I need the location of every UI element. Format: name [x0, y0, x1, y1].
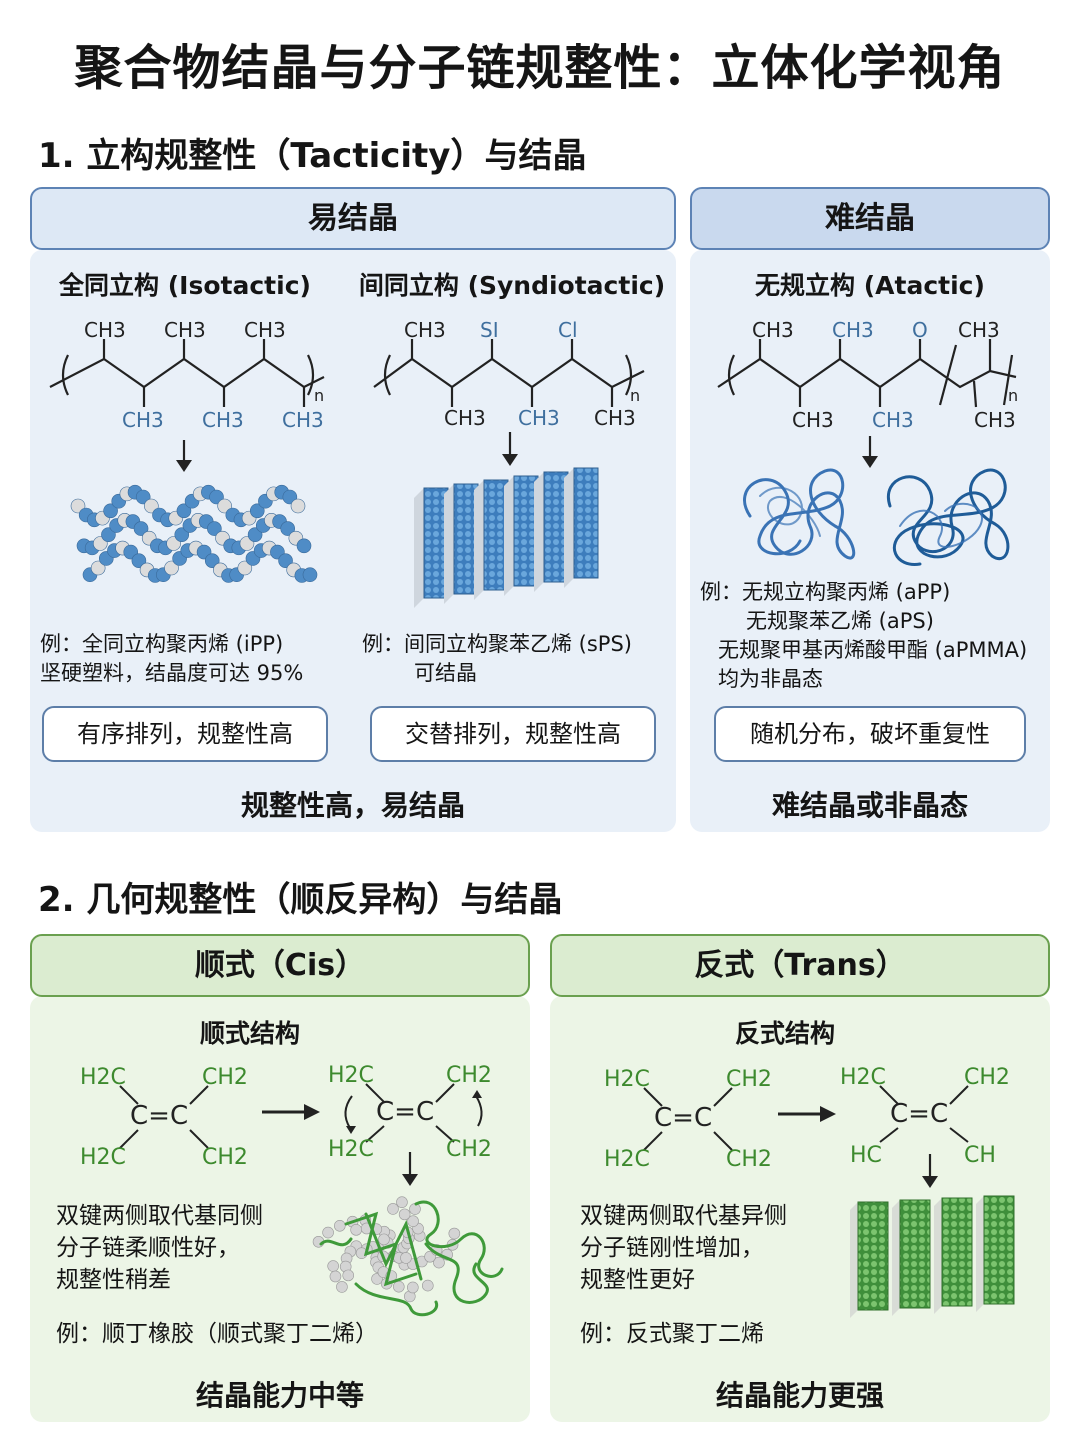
- trans-l-tr: CH2: [726, 1067, 772, 1092]
- trans-example: 例：反式聚丁二烯: [580, 1321, 764, 1347]
- helix-crystal-illustration: [70, 484, 318, 583]
- ata-bottom-1: CH3: [792, 408, 834, 432]
- syn-bottom-3: CH3: [594, 406, 636, 430]
- trans-l-cc: C=C: [654, 1103, 712, 1133]
- cis-header: 顺式（Cis）: [30, 934, 530, 997]
- cis-r-br: CH2: [446, 1137, 492, 1162]
- ata-top-3: O: [912, 318, 928, 342]
- page-title: 聚合物结晶与分子链规整性：立体化学视角: [74, 40, 1006, 96]
- iso-subscript-n: n: [314, 386, 324, 405]
- syndiotactic-arrow: [502, 432, 518, 466]
- trans-r-br: CH: [964, 1143, 996, 1168]
- cis-reaction-arrow: [262, 1104, 320, 1120]
- trans-molecule-left: H2C CH2 H2C CH2 C=C: [604, 1067, 772, 1172]
- trans-molecule-right: H2C CH2 HC CH C=C: [840, 1065, 1010, 1168]
- trans-description: 双键两侧取代基异侧 分子链刚性增加， 规整性更好: [580, 1203, 787, 1293]
- cis-panel: [30, 996, 530, 1422]
- cis-l-cc: C=C: [130, 1101, 188, 1131]
- isotactic-example: 例：全同立构聚丙烯 (iPP) 坚硬塑料，结晶度可达 95%: [40, 632, 304, 685]
- syn-bottom-1: CH3: [444, 406, 486, 430]
- cis-molecule-left: H2C CH2 H2C CH2 C=C: [80, 1065, 248, 1170]
- section2-title: 2. 几何规整性（顺反异构）与结晶: [38, 880, 563, 920]
- trans-l-bl: H2C: [604, 1147, 650, 1172]
- cis-l-br: CH2: [202, 1145, 248, 1170]
- cis-conclusion: 结晶能力中等: [195, 1379, 364, 1412]
- easy-conclusion: 规整性高，易结晶: [240, 789, 465, 822]
- cis-description: 双键两侧取代基同侧 分子链柔顺性好， 规整性稍差: [56, 1203, 263, 1293]
- trans-r-tr: CH2: [964, 1065, 1010, 1090]
- trans-r-cc: C=C: [890, 1099, 948, 1129]
- easy-crystallize-header: 易结晶: [30, 187, 676, 250]
- ata-top-1: CH3: [752, 318, 794, 342]
- syn-top-1: CH3: [404, 318, 446, 342]
- isotactic-arrow: [176, 440, 192, 472]
- trans-reaction-arrow: [778, 1106, 836, 1122]
- cis-subtitle: 顺式结构: [199, 1019, 300, 1048]
- cis-down-arrow: [402, 1152, 418, 1186]
- cis-l-bl: H2C: [80, 1145, 126, 1170]
- iso-top-1: CH3: [84, 318, 126, 342]
- atactic-label: 无规立构 (Atactic): [755, 271, 985, 300]
- syndiotactic-pill: 交替排列，规整性高: [370, 706, 656, 762]
- trans-crystal-illustration: [850, 1195, 1015, 1318]
- syn-top-3: Cl: [558, 318, 578, 342]
- ata-bottom-3: CH3: [974, 408, 1016, 432]
- amorphous-coil-illustration: [743, 468, 1010, 566]
- ata-bottom-2: CH3: [872, 408, 914, 432]
- ata-subscript-n: n: [1008, 386, 1018, 405]
- trans-r-tl: H2C: [840, 1065, 886, 1090]
- cis-molecule-right: H2C CH2 H2C CH2 C=C: [328, 1063, 492, 1162]
- hard-crystallize-header: 难结晶: [690, 187, 1050, 250]
- semicrystalline-rubber-illustration: [312, 1196, 504, 1317]
- trans-conclusion: 结晶能力更强: [715, 1379, 884, 1412]
- isotactic-pill: 有序排列，规整性高: [42, 706, 328, 762]
- atactic-pill: 随机分布，破坏重复性: [714, 706, 1026, 762]
- trans-l-br: CH2: [726, 1147, 772, 1172]
- isotactic-structure: CH3 CH3 CH3 CH3 CH3 CH3 n: [49, 318, 325, 432]
- iso-bottom-1: CH3: [122, 408, 164, 432]
- ata-top-2: CH3: [832, 318, 874, 342]
- cis-r-tl: H2C: [328, 1063, 374, 1088]
- cis-example: 例：顺丁橡胶（顺式聚丁二烯）: [56, 1321, 378, 1347]
- iso-top-2: CH3: [164, 318, 206, 342]
- trans-subtitle: 反式结构: [734, 1019, 835, 1048]
- lamellar-crystal-illustration: [414, 467, 599, 608]
- syndiotactic-structure: CH3 SI Cl CH3 CH3 CH3 n: [373, 318, 645, 430]
- cis-l-tr: CH2: [202, 1065, 248, 1090]
- trans-header: 反式（Trans）: [550, 934, 1050, 997]
- iso-bottom-3: CH3: [282, 408, 324, 432]
- isotactic-label: 全同立构 (Isotactic): [59, 271, 311, 300]
- atactic-example: 例：无规立构聚丙烯 (aPP) 无规聚苯乙烯 (aPS) 无规聚甲基丙烯酸甲酯 …: [700, 580, 1028, 691]
- iso-bottom-2: CH3: [202, 408, 244, 432]
- syn-subscript-n: n: [630, 386, 640, 405]
- syn-bottom-2: CH3: [518, 406, 560, 430]
- cis-r-tr: CH2: [446, 1063, 492, 1088]
- hard-conclusion: 难结晶或非晶态: [771, 789, 968, 822]
- cis-l-tl: H2C: [80, 1065, 126, 1090]
- cis-r-cc: C=C: [376, 1097, 434, 1127]
- cis-r-bl: H2C: [328, 1137, 374, 1162]
- atactic-arrow: [862, 436, 878, 468]
- trans-l-tl: H2C: [604, 1067, 650, 1092]
- ata-top-4: CH3: [958, 318, 1000, 342]
- atactic-structure: CH3 CH3 O CH3 CH3 CH3 CH3 n: [717, 318, 1018, 432]
- syndiotactic-example: 例：间同立构聚苯乙烯 (sPS) 可结晶: [362, 632, 632, 685]
- trans-r-bl: HC: [850, 1143, 882, 1168]
- iso-top-3: CH3: [244, 318, 286, 342]
- section1-title: 1. 立构规整性（Tacticity）与结晶: [38, 136, 587, 176]
- syn-top-2: SI: [480, 318, 499, 342]
- trans-down-arrow: [922, 1154, 938, 1188]
- syndiotactic-label: 间同立构 (Syndiotactic): [358, 271, 666, 300]
